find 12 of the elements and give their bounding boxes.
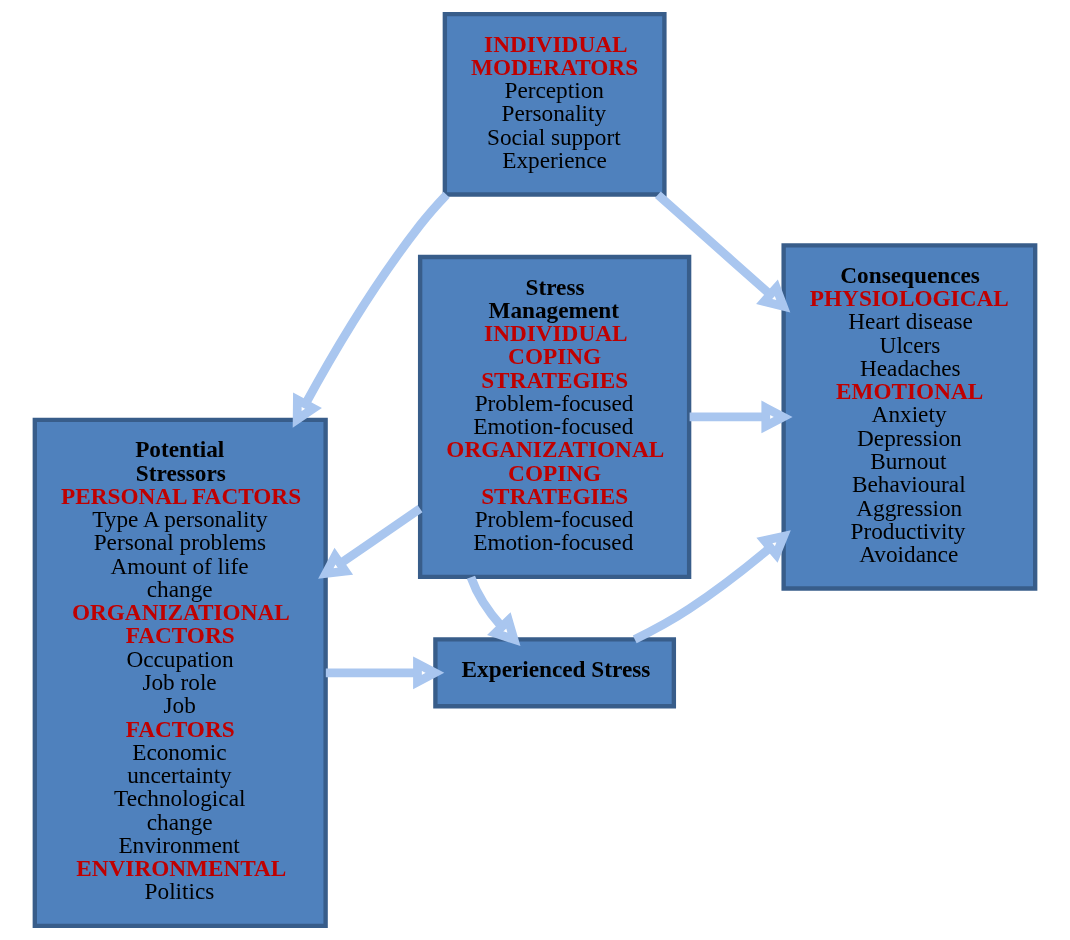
arrow: [325, 656, 445, 690]
node-box: Potential Stressors PERSONAL FACTORS Type A personality Personal problems Amount of life change ORGANIZATIONAL FACTORS Occupation Job role Job FACTORS Economic uncertainty Technological change Environment ENVIRONMENTAL Politics: [32, 417, 328, 928]
arrow: [466, 575, 521, 647]
arrow: [292, 191, 450, 428]
arrow: [654, 191, 791, 313]
arrow: [689, 400, 793, 434]
arrow: [632, 530, 791, 644]
node-box: Experienced Stress: [433, 637, 677, 709]
node-box: INDIVIDUAL MODERATORS Perception Personality Social support Experience: [442, 12, 667, 197]
node-box: Stress Management INDIVIDUAL COPING STRATEGIES Problem-focused Emotion-focused ORGANIZATIONAL COPING STRATEGIES Problem-focused Emotion-focused: [417, 254, 692, 580]
node-box: Consequences PHYSIOLOGICAL Heart disease Ulcers Headaches EMOTIONAL Anxiety Depression Burnout Behavioural Aggression Productivity Avoidance: [781, 243, 1038, 591]
arrow: [318, 505, 423, 579]
